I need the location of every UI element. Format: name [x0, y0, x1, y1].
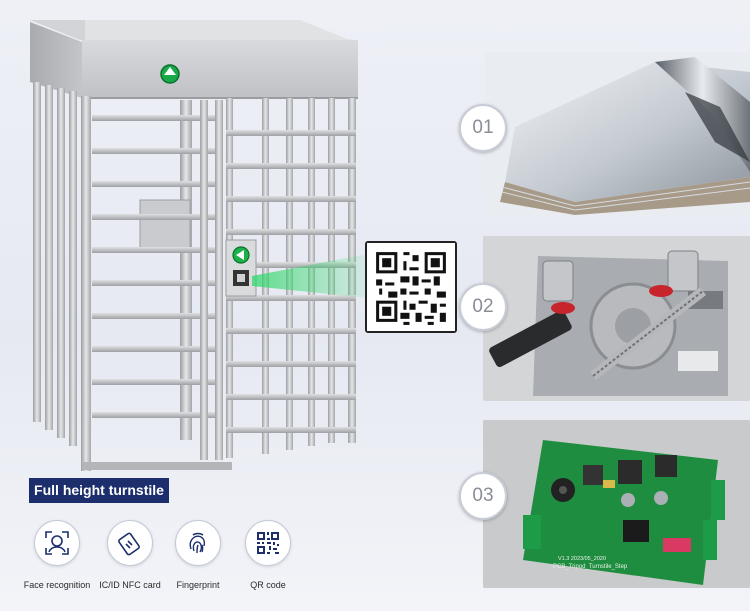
turnstile-mechanism-photo	[483, 236, 750, 401]
pcb-print-label: PCB_Tripod_Turnstile_Step	[553, 564, 628, 570]
qr-code-icon	[245, 520, 291, 566]
steel-sheets-photo	[485, 52, 750, 215]
feature-nfc-card: IC/ID NFC card	[80, 520, 180, 590]
nfc-card-icon	[107, 520, 153, 566]
component-number-03: 03	[459, 472, 507, 520]
feature-qr-code: QR code	[218, 520, 318, 590]
fingerprint-icon	[175, 520, 221, 566]
control-board-photo: PCB_Tripod_Turnstile_Step V1.3 2023/05_2…	[483, 420, 750, 588]
qr-code-graphic	[367, 243, 455, 331]
feature-face-recognition: Face recognition	[7, 520, 107, 590]
feature-fingerprint: Fingerprint	[148, 520, 248, 590]
pcb-version-label: V1.3 2023/05_2020	[558, 556, 606, 562]
feature-label: Fingerprint	[176, 580, 220, 590]
turnstile-illustration	[30, 20, 368, 471]
product-title-label: Full height turnstile	[29, 478, 169, 503]
feature-label: Face recognition	[23, 580, 91, 590]
feature-label: IC/ID NFC card	[99, 580, 161, 590]
component-number-02: 02	[459, 283, 507, 331]
qr-code-badge	[365, 241, 457, 333]
component-number-01: 01	[459, 104, 507, 152]
feature-label: QR code	[250, 580, 286, 590]
face-recognition-icon	[34, 520, 80, 566]
